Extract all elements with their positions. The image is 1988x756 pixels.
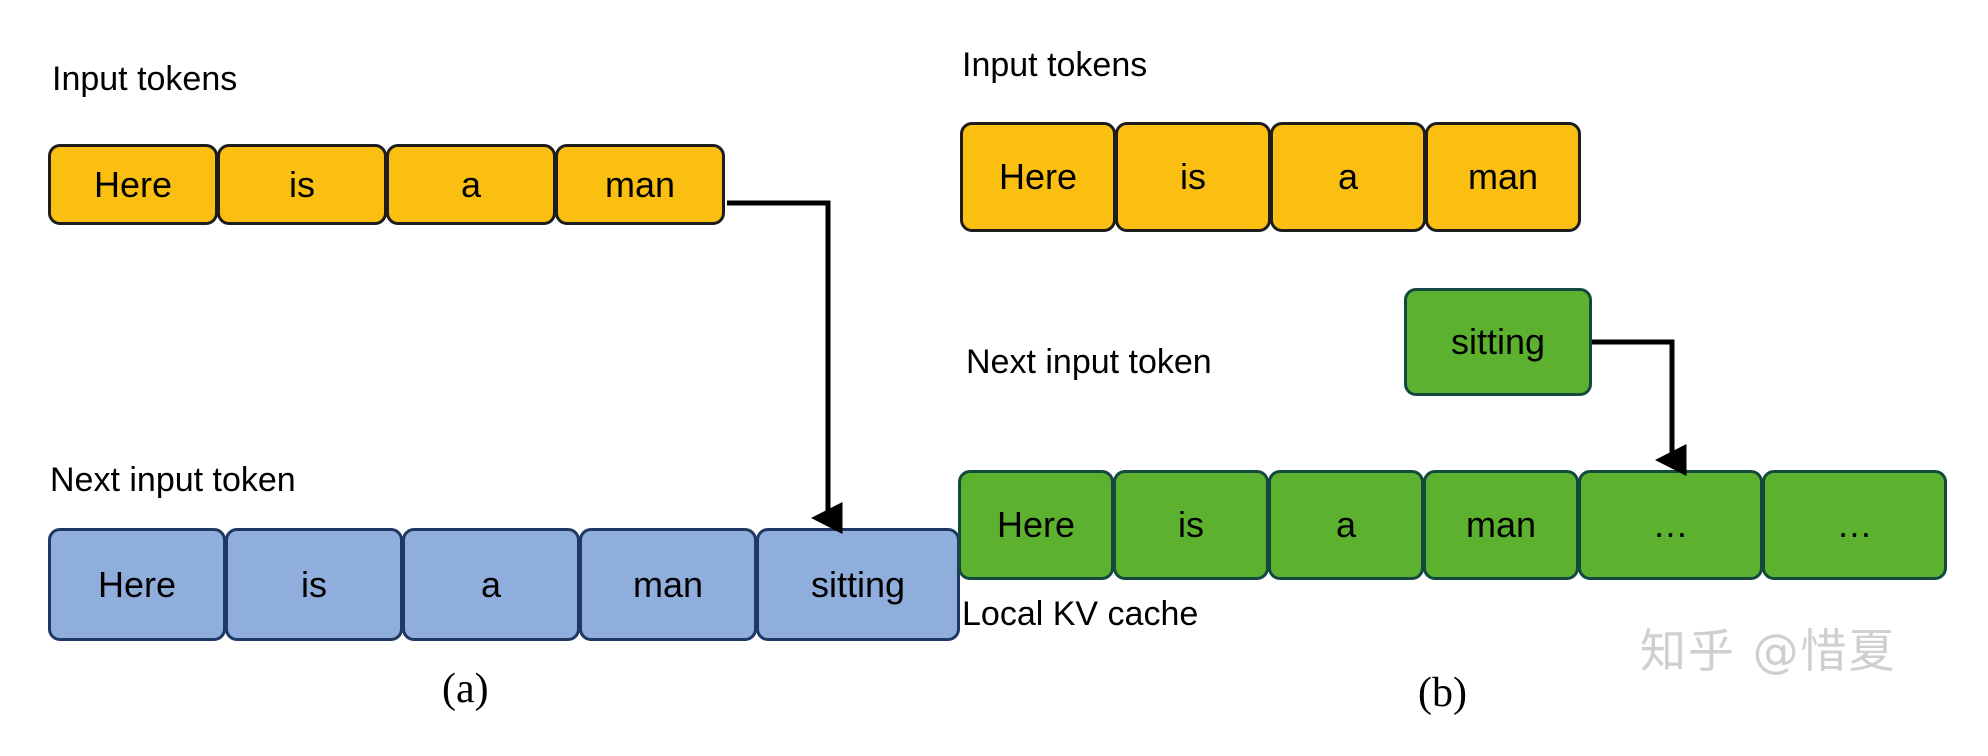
token-cell[interactable]: … — [1578, 470, 1763, 580]
token-cell[interactable]: man — [579, 528, 757, 641]
token-cell[interactable]: a — [1268, 470, 1424, 580]
panel-a-input-tokens-label: Input tokens — [52, 60, 238, 98]
token-cell[interactable]: man — [1425, 122, 1581, 232]
panel-b-caption: (b) — [1418, 670, 1467, 716]
token-cell[interactable]: Here — [958, 470, 1114, 580]
watermark: 知乎 @惜夏 — [1640, 624, 1897, 678]
token-cell[interactable]: is — [1113, 470, 1269, 580]
token-cell[interactable]: sitting — [756, 528, 960, 641]
token-cell[interactable]: is — [1115, 122, 1271, 232]
panel-a-caption: (a) — [442, 666, 489, 712]
token-cell[interactable]: Here — [48, 528, 226, 641]
panel-a-connector-arrow — [727, 200, 843, 534]
token-cell[interactable]: Here — [960, 122, 1116, 232]
token-cell[interactable]: a — [1270, 122, 1426, 232]
panel-b-kv-cache-row: Here is a man … … — [958, 470, 1947, 580]
token-cell[interactable]: man — [555, 144, 725, 225]
panel-b-connector-arrow — [1592, 339, 1687, 476]
panel-b-local-kv-cache-label: Local KV cache — [962, 595, 1199, 633]
token-cell[interactable]: a — [386, 144, 556, 225]
panel-b-next-input-token-label: Next input token — [966, 343, 1212, 381]
token-cell[interactable]: is — [225, 528, 403, 641]
panel-a-next-token-row: Here is a man sitting — [48, 528, 960, 641]
token-cell[interactable]: is — [217, 144, 387, 225]
panel-a-next-input-token-label: Next input token — [50, 461, 296, 499]
panel-b-input-tokens-label: Input tokens — [962, 46, 1148, 84]
token-cell[interactable]: … — [1762, 470, 1947, 580]
panel-b-next-token-box[interactable]: sitting — [1404, 288, 1592, 396]
token-cell[interactable]: man — [1423, 470, 1579, 580]
token-cell[interactable]: a — [402, 528, 580, 641]
panel-a-input-token-row: Here is a man — [48, 144, 725, 225]
panel-b-input-token-row: Here is a man — [960, 122, 1581, 232]
token-cell[interactable]: Here — [48, 144, 218, 225]
